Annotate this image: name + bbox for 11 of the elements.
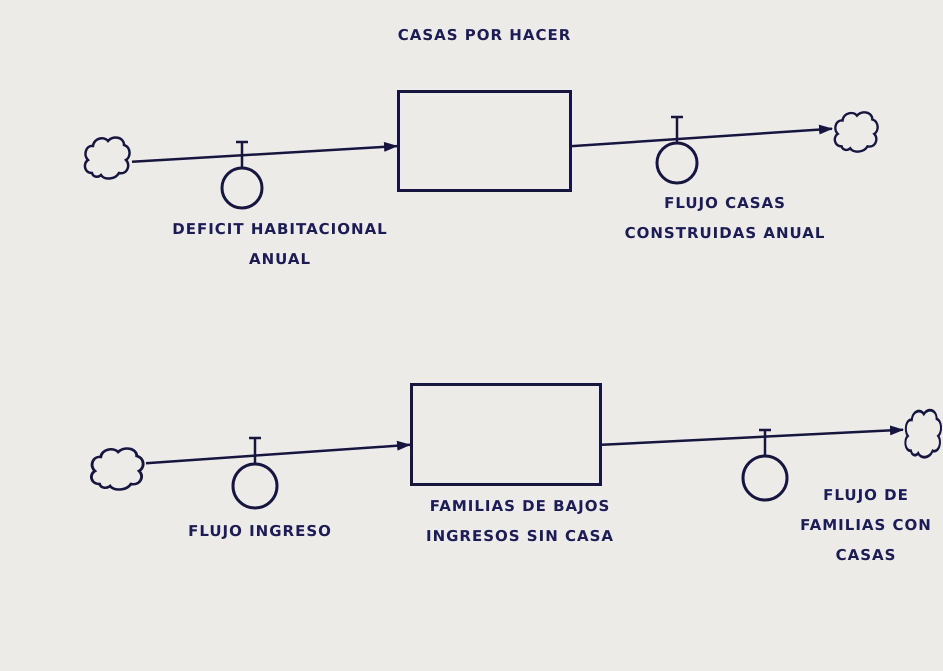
flow-arrow — [602, 425, 904, 446]
flow-label: FLUJO DE FAMILIAS CON CASAS — [799, 485, 933, 566]
flow-label: FLUJO CASAS CONSTRUIDAS ANUAL — [624, 193, 826, 244]
flow-arrow — [572, 124, 833, 148]
stock-label: FAMILIAS DE BAJOS INGRESOS SIN CASA — [424, 496, 615, 547]
flow-label: DEFICIT HABITACIONAL ANUAL — [171, 219, 389, 270]
flow-label: FLUJO INGRESO — [187, 521, 333, 542]
flow-arrow — [146, 440, 411, 464]
cloud-icon — [832, 108, 880, 154]
flow-arrow — [132, 142, 398, 164]
stock-label: CASAS POR HACER — [396, 25, 572, 46]
